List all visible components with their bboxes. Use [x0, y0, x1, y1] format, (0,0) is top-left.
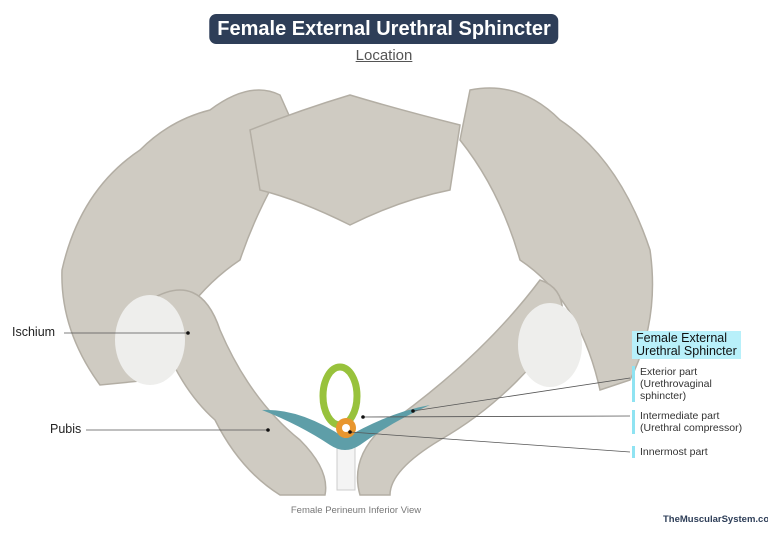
label-sphincter-header: Female External Urethral Sphincter — [632, 331, 741, 359]
caption: Female Perineum Inferior View — [290, 505, 422, 516]
label-innermost-part: Innermost part — [632, 446, 708, 458]
label-line: Exterior part — [640, 366, 698, 378]
urethral-opening — [342, 424, 350, 432]
right-obturator-foramen — [518, 303, 582, 387]
leader-dots — [186, 331, 415, 434]
subtitle: Location — [355, 47, 413, 64]
left-ischium-pubis — [149, 289, 327, 496]
header-line: Urethral Sphincter — [636, 344, 737, 358]
intermediate-part-muscle — [319, 363, 361, 429]
label-line: sphincter) — [640, 390, 687, 402]
leader-lines — [64, 332, 631, 453]
header-line: Female External — [636, 331, 728, 345]
label-ischium: Ischium — [12, 325, 56, 339]
label-line: Intermediate part — [640, 410, 720, 422]
label-line: Innermost part — [640, 446, 708, 458]
left-obturator-foramen — [115, 295, 185, 385]
label-intermediate-part: Intermediate part (Urethral compressor) — [632, 410, 742, 434]
pubic-symphysis — [336, 444, 356, 491]
label-exterior-part: Exterior part (Urethrovaginal sphincter) — [632, 366, 712, 402]
label-pubis: Pubis — [50, 422, 82, 436]
logo: TheMuscularSystem.com — [663, 514, 768, 525]
label-line: (Urethrovaginal — [640, 378, 712, 390]
page-title: Female External Urethral Sphincter — [209, 14, 559, 44]
label-line: (Urethral compressor) — [640, 422, 743, 434]
sacrum — [249, 94, 461, 226]
